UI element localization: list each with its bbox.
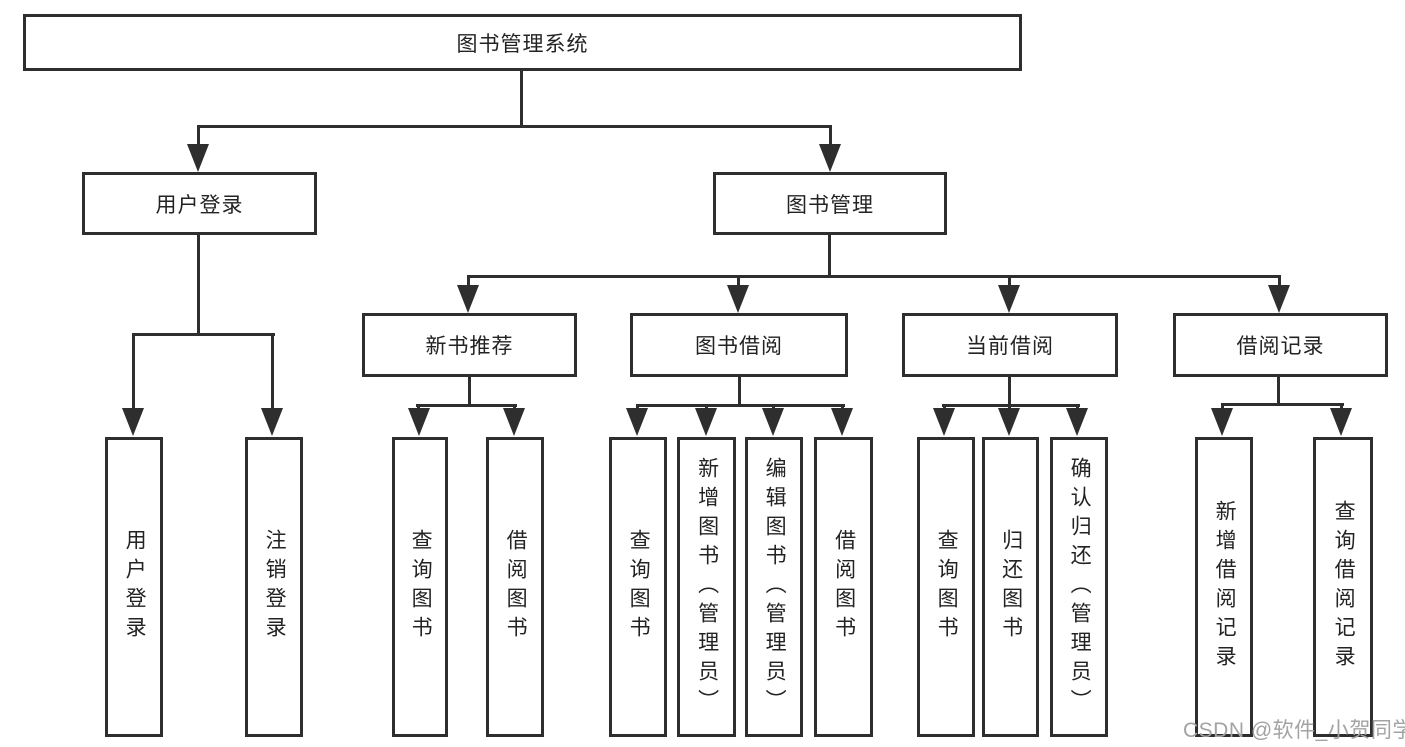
node-label: 新书推荐 — [425, 335, 514, 358]
leaf-query-books-under-new-book-recommend: 查询图书 — [392, 437, 448, 737]
node-label: 编辑图书（管理员） — [763, 456, 787, 718]
leaf-query-books-under-current-borrowing: 查询图书 — [917, 437, 975, 737]
arrowhead-down-icon — [819, 144, 841, 172]
connector-line — [132, 333, 135, 412]
arrowhead-down-icon — [187, 144, 209, 172]
arrowhead-down-icon — [831, 408, 853, 436]
connector-line — [197, 125, 200, 148]
arrowhead-down-icon — [122, 408, 144, 436]
connector-line — [132, 333, 275, 336]
node-label: 查询借阅记录 — [1332, 500, 1356, 674]
arrowhead-down-icon — [408, 408, 430, 436]
node-label: 用户登录 — [155, 193, 244, 217]
leaf-confirm-return-admin: 确认归还（管理员） — [1050, 437, 1108, 737]
arrowhead-down-icon — [1211, 408, 1233, 436]
node-label: 新增图书（管理员） — [695, 456, 719, 718]
connector-line — [829, 125, 832, 148]
connector-line — [737, 275, 740, 289]
node-book-borrowing: 图书借阅 — [630, 313, 848, 377]
arrowhead-down-icon — [503, 408, 525, 436]
node-current-borrowing: 当前借阅 — [902, 313, 1118, 377]
node-borrowing-records: 借阅记录 — [1173, 313, 1388, 377]
node-new-book-recommend: 新书推荐 — [362, 313, 577, 377]
connector-line — [1008, 377, 1011, 406]
node-label: 查询图书 — [409, 529, 433, 645]
node-label: 借阅记录 — [1236, 335, 1325, 358]
arrowhead-down-icon — [998, 408, 1020, 436]
connector-line — [468, 377, 471, 406]
connector-line — [1277, 377, 1280, 405]
connector-line — [942, 404, 1080, 407]
node-label: 当前借阅 — [966, 335, 1054, 358]
connector-line — [197, 235, 200, 335]
connector-line — [197, 125, 832, 128]
arrowhead-down-icon — [1066, 408, 1088, 436]
leaf-borrow-books-under-new-book-recommend: 借阅图书 — [486, 437, 544, 737]
node-label: 图书管理 — [786, 193, 874, 217]
node-label: 用户登录 — [123, 529, 147, 645]
leaf-query-books-under-book-borrowing: 查询图书 — [609, 437, 667, 737]
csdn-watermark: CSDN @软件_小贺同学 — [1183, 719, 1405, 742]
connector-line — [467, 275, 470, 289]
arrowhead-down-icon — [261, 408, 283, 436]
arrowhead-down-icon — [1330, 408, 1352, 436]
connector-line — [636, 404, 845, 407]
leaf-add-books-admin: 新增图书（管理员） — [677, 437, 736, 737]
leaf-edit-books-admin: 编辑图书（管理员） — [745, 437, 803, 737]
node-label: 注销登录 — [263, 529, 287, 645]
leaf-add-borrowing-record: 新增借阅记录 — [1195, 437, 1253, 737]
arrowhead-down-icon — [457, 285, 479, 313]
node-book-management: 图书管理 — [713, 172, 947, 235]
node-label: 确认归还（管理员） — [1068, 456, 1092, 718]
arrowhead-down-icon — [695, 408, 717, 436]
connector-line — [271, 333, 274, 412]
connector-line — [520, 71, 523, 128]
arrowhead-down-icon — [998, 285, 1020, 313]
node-label: 图书管理系统 — [456, 32, 589, 56]
node-user-login: 用户登录 — [82, 172, 317, 235]
arrowhead-down-icon — [762, 408, 784, 436]
node-label: 图书借阅 — [695, 335, 783, 358]
leaf-logout: 注销登录 — [245, 437, 303, 737]
node-label: 查询图书 — [935, 529, 959, 645]
connector-line — [1278, 275, 1281, 289]
arrowhead-down-icon — [1268, 285, 1290, 313]
connector-line — [467, 275, 1281, 278]
arrowhead-down-icon — [626, 408, 648, 436]
leaf-borrow-books-under-book-borrowing: 借阅图书 — [814, 437, 873, 737]
leaf-query-borrowing-record: 查询借阅记录 — [1313, 437, 1373, 737]
node-label: 借阅图书 — [504, 529, 528, 645]
connector-line — [738, 377, 741, 406]
connector-line — [416, 404, 517, 407]
arrowhead-down-icon — [727, 285, 749, 313]
node-label: 借阅图书 — [832, 529, 856, 645]
arrowhead-down-icon — [933, 408, 955, 436]
leaf-return-books: 归还图书 — [982, 437, 1039, 737]
connector-line — [1221, 403, 1344, 406]
node-label: 新增借阅记录 — [1213, 500, 1237, 674]
node-label: 查询图书 — [627, 529, 651, 645]
node-label: 归还图书 — [999, 529, 1023, 645]
leaf-user-login: 用户登录 — [105, 437, 163, 737]
connector-line — [1008, 275, 1011, 289]
connector-line — [828, 235, 831, 277]
node-root-library-management-system: 图书管理系统 — [23, 14, 1022, 71]
